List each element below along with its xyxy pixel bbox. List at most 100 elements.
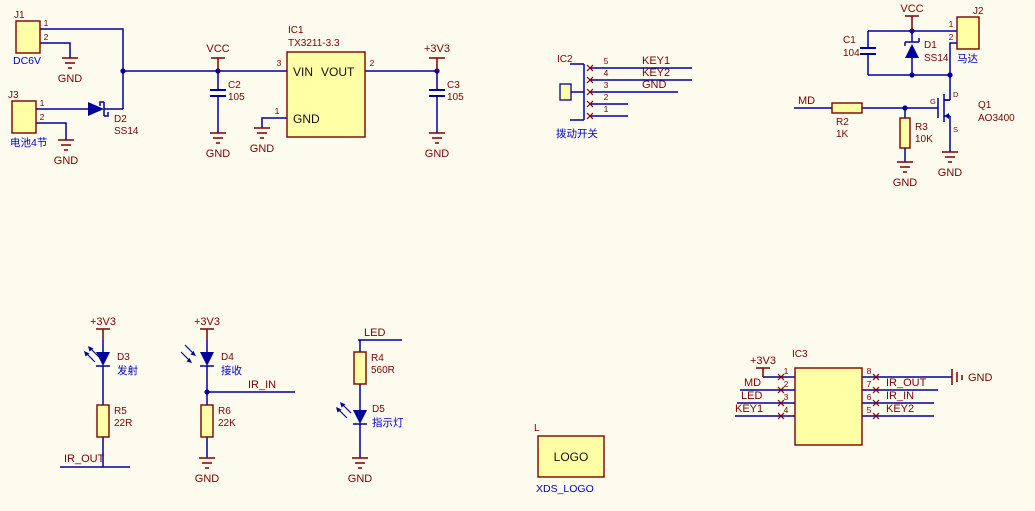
power-port-3v3[interactable]: +3V3	[424, 43, 450, 71]
block-indicator-led: LED R4 560R D5 指示灯 GND	[336, 327, 404, 485]
net-label-ir-in[interactable]: IR_IN	[248, 379, 276, 391]
logo-comment: XDS_LOGO	[536, 483, 594, 495]
logo-box[interactable]	[537, 435, 605, 478]
resistor-r6[interactable]: R6 22K	[200, 404, 236, 438]
diode-d2-triangle	[88, 102, 104, 116]
regulator-ic1-body[interactable]	[286, 51, 366, 138]
resistor-r2-body[interactable]	[831, 102, 863, 114]
diode-d2[interactable]: D2 SS14	[88, 101, 139, 137]
regulator-ic1-pin-vin: VIN	[293, 65, 313, 79]
gnd-symbol-j1[interactable]: GND	[58, 57, 83, 85]
capacitor-c2[interactable]: C2 105	[210, 80, 245, 103]
connector-j2-pin1-number: 1	[949, 19, 954, 29]
connector-j3-body[interactable]	[11, 100, 37, 134]
led-d3-comment: 发射	[117, 364, 138, 377]
resistor-r2-ref: R2	[836, 117, 849, 128]
regulator-ic1[interactable]: IC1 TX3211-3.3 VIN VOUT GND 3 2 1	[275, 25, 375, 138]
led-d4[interactable]: D4 接收	[180, 344, 242, 377]
resistor-r4-body[interactable]	[353, 351, 367, 385]
connector-j1[interactable]: J1 1 2 DC6V	[13, 10, 49, 67]
resistor-r4[interactable]: R4 560R	[353, 351, 395, 385]
chip-ic3[interactable]: IC3 1 2 3 4 8 7 6 5	[784, 349, 872, 446]
capacitor-c1-ref: C1	[843, 35, 856, 46]
net-label-key1[interactable]: KEY1	[642, 55, 670, 67]
net-label-gnd[interactable]: GND	[642, 79, 667, 91]
gnd-symbol-mcu[interactable]: GND	[951, 369, 993, 385]
mosfet-q1[interactable]: G D S Q1 AO3400	[930, 90, 1015, 134]
capacitor-c3-value: 105	[447, 92, 464, 103]
gnd-symbol-r6[interactable]: GND	[195, 457, 220, 485]
net-label-md[interactable]: MD	[798, 95, 815, 107]
wires-indicator	[358, 339, 402, 458]
resistor-r6-body[interactable]	[200, 404, 214, 438]
resistor-r5[interactable]: R5 22R	[96, 404, 132, 438]
net-label-led[interactable]: LED	[364, 327, 385, 339]
connector-j3-comment: 电池4节	[10, 136, 47, 149]
power-port-3v3-emit[interactable]: +3V3	[90, 316, 116, 340]
net-label-ir-out-mcu[interactable]: IR_OUT	[886, 377, 927, 389]
switch-ic2-knob[interactable]	[559, 83, 572, 101]
gnd-symbol-r3[interactable]: GND	[893, 161, 918, 189]
net-label-md-mcu[interactable]: MD	[744, 377, 761, 389]
power-port-vcc[interactable]: VCC	[206, 43, 230, 71]
switch-pin5-number: 5	[604, 56, 609, 66]
resistor-r2[interactable]: R2 1K	[831, 102, 863, 140]
gnd-symbol-d5[interactable]: GND	[348, 457, 373, 485]
resistor-r3-value: 10K	[915, 134, 933, 145]
diode-d2-cathode	[99, 101, 109, 117]
capacitor-c3[interactable]: C3 105	[429, 80, 464, 103]
switch-pin2-number: 2	[604, 92, 609, 102]
net-label-key2-mcu[interactable]: KEY2	[886, 403, 914, 415]
gnd-label: GND	[206, 148, 231, 160]
power-port-3v3-mcu[interactable]: +3V3	[750, 355, 776, 377]
gnd-icon	[941, 151, 959, 163]
regulator-ic1-pin-gnd: GND	[293, 112, 320, 126]
gnd-symbol-ic1[interactable]: GND	[250, 127, 275, 155]
capacitor-c3-ref: C3	[447, 80, 460, 91]
gnd-label: GND	[54, 155, 79, 167]
connector-j2[interactable]: J2 1 2 马达	[949, 6, 984, 65]
power-port-vcc-motor[interactable]: VCC	[900, 3, 924, 31]
power-port-3v3-label: +3V3	[194, 316, 220, 328]
net-label-ir-out[interactable]: IR_OUT	[64, 453, 105, 465]
chip-ic3-body[interactable]	[794, 367, 863, 446]
led-d3-ref: D3	[117, 352, 130, 363]
chip-ic3-ref: IC3	[792, 349, 808, 360]
led-d4-triangle	[200, 352, 214, 366]
led-d3-emit-arrows	[85, 347, 100, 363]
switch-ic2[interactable]: IC2 拨动开关	[556, 54, 598, 140]
capacitor-c3-plates	[429, 89, 445, 97]
net-label-led-mcu[interactable]: LED	[741, 390, 762, 402]
regulator-ic1-pin-vout: VOUT	[321, 65, 355, 79]
net-label-ir-in-mcu[interactable]: IR_IN	[886, 390, 914, 402]
net-label-key2[interactable]: KEY2	[642, 67, 670, 79]
gnd-icon	[61, 57, 79, 69]
connector-j1-comment: DC6V	[13, 55, 41, 67]
connector-j1-body[interactable]	[15, 20, 41, 54]
capacitor-c2-plates	[210, 89, 226, 97]
gnd-symbol-j3[interactable]: GND	[54, 139, 79, 167]
capacitor-c1[interactable]: C1 104	[843, 35, 876, 59]
connector-j3[interactable]: J3 1 2 电池4节	[8, 90, 47, 149]
junction-dot	[120, 68, 126, 74]
connector-j2-ref: J2	[973, 6, 984, 17]
gnd-symbol-c2[interactable]: GND	[206, 132, 231, 160]
block-ir-emitter: +3V3 D3 发射 R5 22R IR_OUT	[60, 316, 138, 468]
wires-toggle	[586, 64, 692, 120]
net-label-key1-mcu[interactable]: KEY1	[735, 403, 763, 415]
resistor-r3-body[interactable]	[899, 117, 911, 149]
led-d3[interactable]: D3 发射	[84, 346, 138, 377]
gnd-symbol-c3[interactable]: GND	[425, 132, 450, 160]
resistor-r3[interactable]: R3 10K	[899, 117, 933, 149]
chip-ic3-pin5-number: 5	[867, 405, 872, 415]
led-d5[interactable]: D5 指示灯	[336, 402, 404, 429]
gnd-label: GND	[348, 473, 373, 485]
power-port-3v3-recv[interactable]: +3V3	[194, 316, 220, 340]
connector-j2-body[interactable]	[956, 16, 980, 50]
gnd-symbol-q1[interactable]: GND	[938, 151, 963, 179]
resistor-r5-body[interactable]	[96, 404, 110, 438]
diode-d1[interactable]: D1 SS14	[904, 38, 949, 64]
gnd-icon	[209, 132, 227, 144]
chip-ic3-pin3-number: 3	[784, 392, 789, 402]
